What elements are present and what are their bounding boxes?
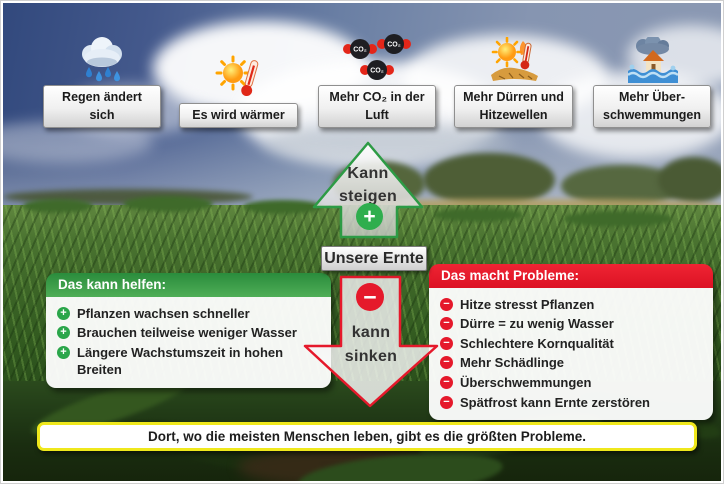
list-item: − Überschwemmungen (440, 374, 705, 391)
list-item: − Schlechtere Kornqualität (440, 335, 705, 352)
rain-cloud-icon (75, 35, 129, 83)
crop-label: Unsere Ernte (321, 246, 427, 271)
flood-icon (626, 35, 679, 83)
minus-bullet-icon: − (440, 356, 453, 370)
minus-bullet-icon: − (440, 395, 453, 409)
footer-text: Dort, wo die meisten Menschen leben, gib… (147, 429, 587, 444)
cause-label-rain: Regen ändert sich (43, 85, 161, 128)
footer-banner: Dort, wo die meisten Menschen leben, gib… (37, 422, 697, 451)
list-item: − Hitze stresst Pflanzen (440, 296, 705, 313)
problem-item-text: Dürre = zu wenig Wasser (460, 316, 614, 332)
cause-flood: Mehr Über- schwemmungen (593, 35, 711, 128)
problem-item-text: Schlechtere Kornqualität (460, 335, 614, 351)
down-arrow-shape (303, 275, 439, 408)
svg-text:CO₂: CO₂ (353, 47, 367, 54)
help-item-text: Brauchen teilweise weniger Wasser (77, 325, 297, 341)
problem-item-text: Überschwemmungen (460, 375, 592, 391)
list-item: − Mehr Schädlinge (440, 354, 705, 371)
co2-molecules-icon: CO₂ CO₂ CO₂ (340, 33, 414, 83)
up-arrow-label: Kann steigen (338, 165, 398, 205)
down-arrow-label: kann sinken (344, 324, 398, 365)
help-item-text: Pflanzen wachsen schneller (77, 305, 250, 321)
list-item: − Dürre = zu wenig Wasser (440, 315, 705, 332)
problem-panel: Das macht Probleme: − Hitze stresst Pfla… (429, 264, 713, 421)
problem-item-text: Spätfrost kann Ernte zerstören (460, 394, 650, 410)
problem-item-text: Mehr Schädlinge (460, 355, 565, 371)
list-item: + Pflanzen wachsen schneller (57, 305, 323, 322)
up-arrow-shape (312, 141, 424, 239)
svg-text:CO₂: CO₂ (370, 68, 384, 75)
help-panel-body: + Pflanzen wachsen schneller + Brauchen … (46, 297, 331, 388)
help-item-text: Längere Wachstumszeit in hohen Breiten (77, 344, 284, 377)
list-item: + Längere Wachstumszeit in hohen Breiten (57, 344, 323, 378)
problem-panel-body: − Hitze stresst Pflanzen − Dürre = zu we… (429, 288, 713, 421)
plus-bullet-icon: + (57, 306, 70, 320)
drought-heat-icon (488, 36, 540, 83)
help-panel: Das kann helfen: + Pflanzen wachsen schn… (46, 273, 331, 388)
down-arrow: kann sinken − (303, 275, 439, 408)
list-item: − Spätfrost kann Ernte zerstören (440, 394, 705, 411)
cause-label-co2: Mehr CO₂ in der Luft (318, 85, 436, 128)
minus-bullet-icon: − (440, 376, 453, 390)
problem-panel-title: Das macht Probleme: (429, 264, 713, 288)
problem-item-text: Hitze stresst Pflanzen (460, 296, 595, 312)
plus-icon: + (356, 203, 383, 230)
minus-bullet-icon: − (440, 336, 453, 350)
help-panel-title: Das kann helfen: (46, 273, 331, 297)
minus-bullet-icon: − (440, 317, 453, 331)
sun-thermometer-icon (213, 55, 265, 101)
minus-icon: − (356, 283, 384, 311)
plus-bullet-icon: + (57, 326, 70, 340)
cause-drought: Mehr Dürren und Hitzewellen (454, 36, 573, 128)
cause-rain-change: Regen ändert sich (43, 37, 161, 128)
cause-co2: CO₂ CO₂ CO₂ Mehr CO₂ in der Luft (318, 34, 436, 128)
plus-bullet-icon: + (57, 345, 70, 359)
up-arrow: Kann steigen + (312, 141, 424, 239)
cause-label-warmer: Es wird wärmer (179, 102, 298, 128)
list-item: + Brauchen teilweise weniger Wasser (57, 324, 323, 341)
cause-label-drought: Mehr Dürren und Hitzewellen (454, 85, 573, 128)
minus-bullet-icon: − (440, 297, 453, 311)
cause-label-flood: Mehr Über- schwemmungen (593, 85, 711, 128)
cause-warming: Es wird wärmer (179, 37, 298, 128)
svg-text:CO₂: CO₂ (387, 42, 401, 49)
